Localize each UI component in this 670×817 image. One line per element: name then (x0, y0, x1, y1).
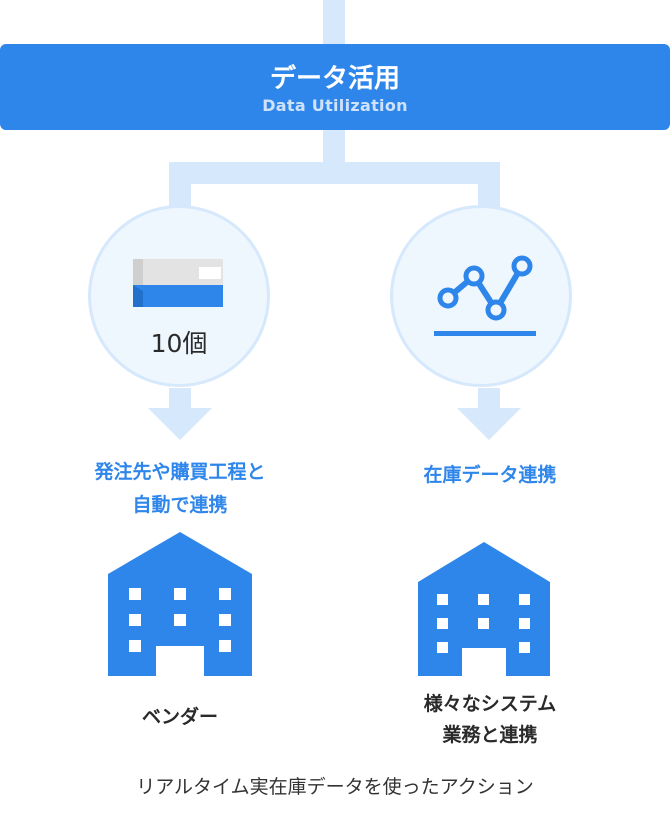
line-chart-icon (434, 255, 536, 336)
vendor-label: ベンダー (141, 706, 218, 728)
inventory-count: 10個 (150, 329, 208, 358)
right-down-arrow (457, 408, 521, 440)
footer-caption: リアルタイム実在庫データを使ったアクション (136, 776, 534, 798)
left-caption: 発注先や購買工程と 自動で連携 (40, 456, 320, 522)
systems-label-line2: 業務と連携 (442, 724, 538, 746)
chart-circle (390, 205, 572, 387)
left-caption-line1: 発注先や購買工程と (94, 461, 266, 483)
inventory-box-icon (133, 259, 223, 307)
left-building-icon (108, 532, 252, 676)
systems-label: 様々なシステム 業務と連携 (350, 689, 630, 751)
banner-subtitle: Data Utilization (262, 96, 408, 115)
data-utilization-banner (0, 44, 670, 130)
banner-title: データ活用 (269, 64, 400, 94)
right-caption: 在庫データ連携 (423, 464, 557, 486)
left-arrow-shaft (169, 388, 191, 410)
systems-label-line1: 様々なシステム (423, 693, 557, 715)
left-caption-line2: 自動で連携 (132, 494, 228, 516)
right-arrow-shaft (478, 388, 500, 410)
left-down-arrow (148, 408, 212, 440)
right-building-icon (418, 542, 550, 676)
